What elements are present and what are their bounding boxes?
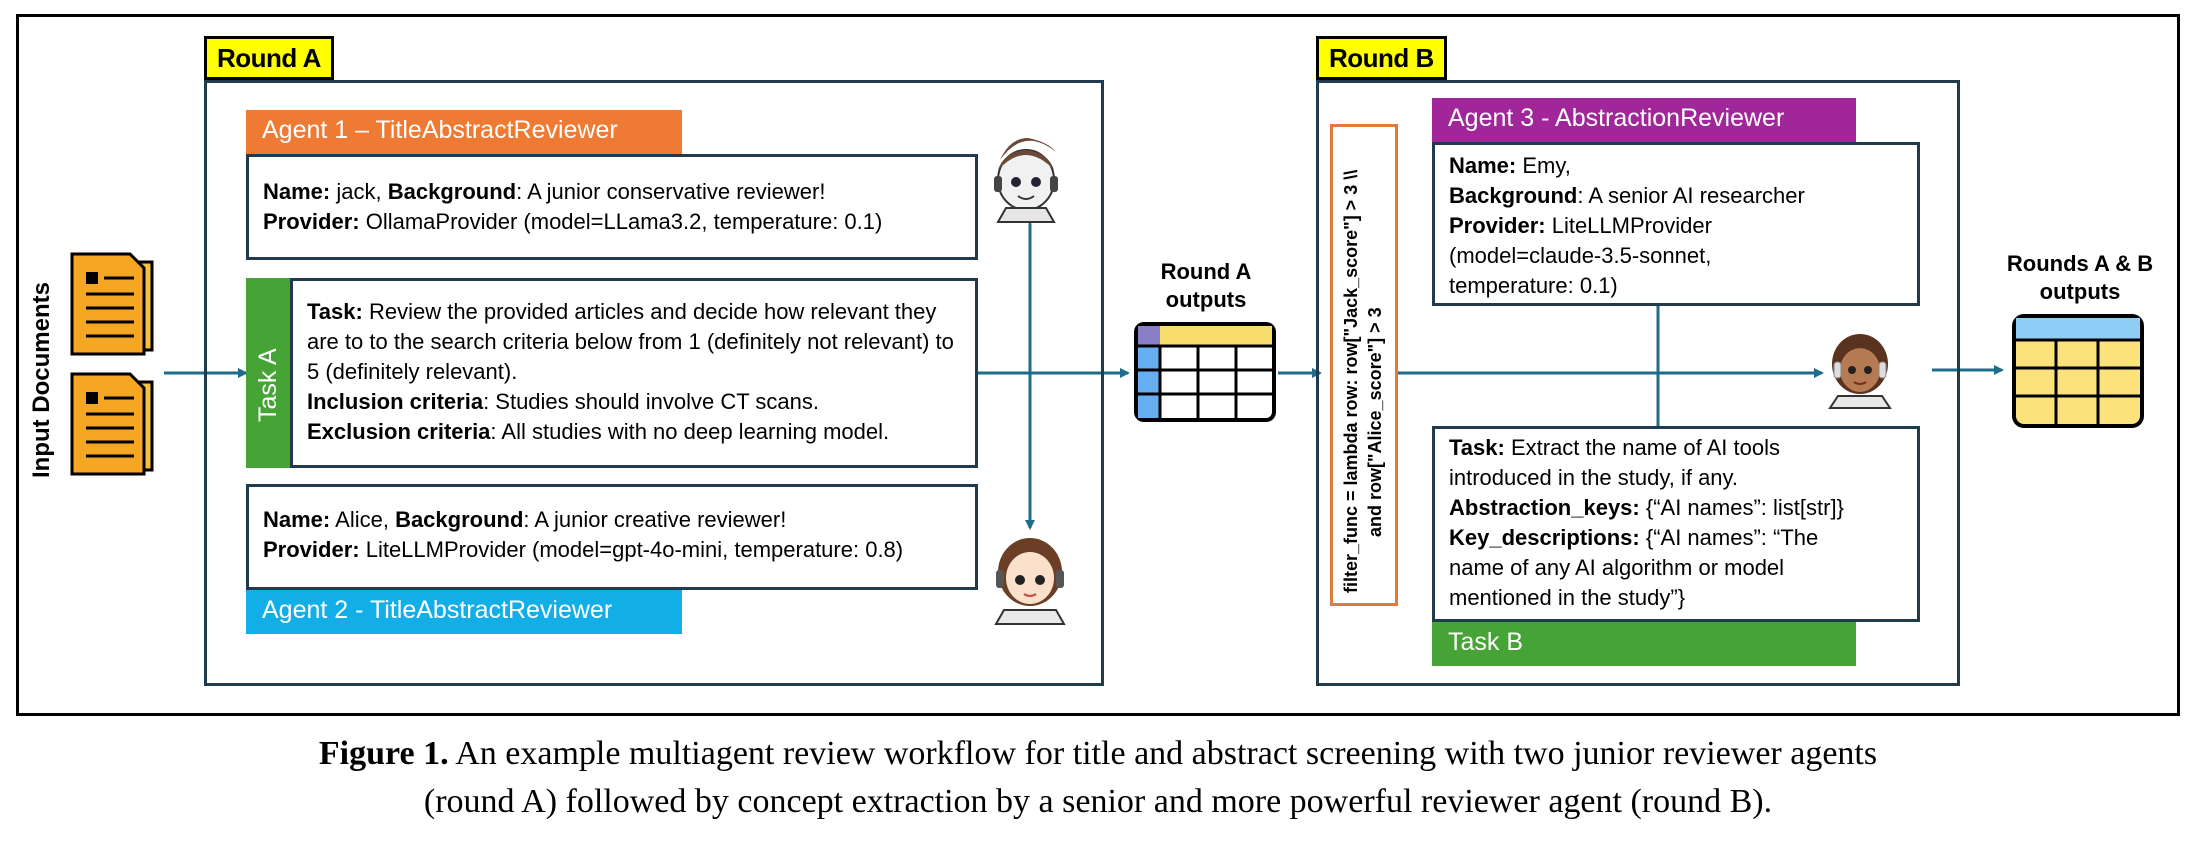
abstraction-keys: Abstraction_keys: {“AI names”: list[str]… — [1449, 495, 1844, 520]
agent3-name-line: Name: Emy, — [1449, 153, 1571, 178]
document-icon — [70, 252, 154, 356]
task-a-details: Task: Review the provided articles and d… — [290, 278, 978, 468]
task-b-description: Task: Extract the name of AI tools — [1449, 435, 1780, 460]
agent1-provider-line: Provider: OllamaProvider (model=LLama3.2… — [263, 209, 883, 234]
agent3-background-line: Background: A senior AI researcher — [1449, 183, 1805, 208]
task-b-tab: Task B — [1432, 622, 1856, 666]
document-icon — [70, 372, 154, 476]
caption-line-1: Figure 1. An example multiagent review w… — [318, 735, 1878, 772]
robot-avatar-icon — [994, 138, 1058, 223]
agent3-provider-line: Provider: LiteLLMProvider — [1449, 213, 1712, 238]
table-icon — [1134, 322, 1276, 422]
inclusion-criteria: Inclusion criteria: Studies should invol… — [307, 389, 819, 414]
filter-line-1: filter_func = lambda row: row["Jack_scor… — [1341, 169, 1361, 593]
caption-line-2: (round A) followed by concept extraction… — [423, 783, 1773, 820]
figure-caption: Figure 1. An example multiagent review w… — [0, 730, 2196, 826]
agent2-provider-line: Provider: LiteLLMProvider (model=gpt-4o-… — [263, 537, 904, 562]
table-icon — [2012, 314, 2144, 428]
filter-function-box: filter_func = lambda row: row["Jack_scor… — [1330, 124, 1398, 606]
filter-line-2: and row["Alice_score"] > 3 — [1365, 307, 1385, 537]
round-b-frame — [1316, 80, 1960, 686]
agent2-name-line: Name: Alice, Background: A junior creati… — [263, 507, 787, 532]
agent1-name-line: Name: jack, Background: A junior conserv… — [263, 179, 826, 204]
agent3-details: Name: Emy, Background: A senior AI resea… — [1432, 142, 1920, 306]
figure-frame — [16, 14, 2180, 716]
agent3-header: Agent 3 - AbstractionReviewer — [1432, 98, 1856, 142]
key-descriptions: Key_descriptions: {“AI names”: “The — [1449, 525, 1819, 550]
task-b-details: Task: Extract the name of AI tools intro… — [1432, 426, 1920, 622]
task-b-description-cont: introduced in the study, if any. — [1449, 465, 1739, 490]
agent2-details: Name: Alice, Background: A junior creati… — [246, 484, 978, 590]
rounds-ab-outputs-label: Rounds A & B outputs — [2006, 251, 2154, 304]
task-a-tab: Task A — [246, 278, 292, 468]
agent3-provider-temperature: temperature: 0.1) — [1449, 273, 1618, 298]
round-a-tag: Round A — [204, 36, 334, 80]
key-descriptions-cont: name of any AI algorithm or model — [1449, 555, 1785, 580]
agent1-header: Agent 1 – TitleAbstractReviewer — [246, 110, 682, 154]
key-descriptions-end: mentioned in the study”} — [1449, 585, 1686, 610]
girl-avatar-icon — [994, 538, 1066, 625]
agent3-provider-model: (model=claude-3.5-sonnet, — [1449, 243, 1712, 268]
round-a-frame — [204, 80, 1104, 686]
task-a-description: Task: Review the provided articles and d… — [307, 299, 954, 384]
round-a-outputs-label: Round A outputs — [1160, 259, 1252, 312]
round-b-tag: Round B — [1316, 36, 1447, 80]
agent2-header: Agent 2 - TitleAbstractReviewer — [246, 590, 682, 634]
agent1-details: Name: jack, Background: A junior conserv… — [246, 154, 978, 260]
exclusion-criteria: Exclusion criteria: All studies with no … — [307, 419, 890, 444]
senior-avatar-icon — [1828, 334, 1892, 409]
